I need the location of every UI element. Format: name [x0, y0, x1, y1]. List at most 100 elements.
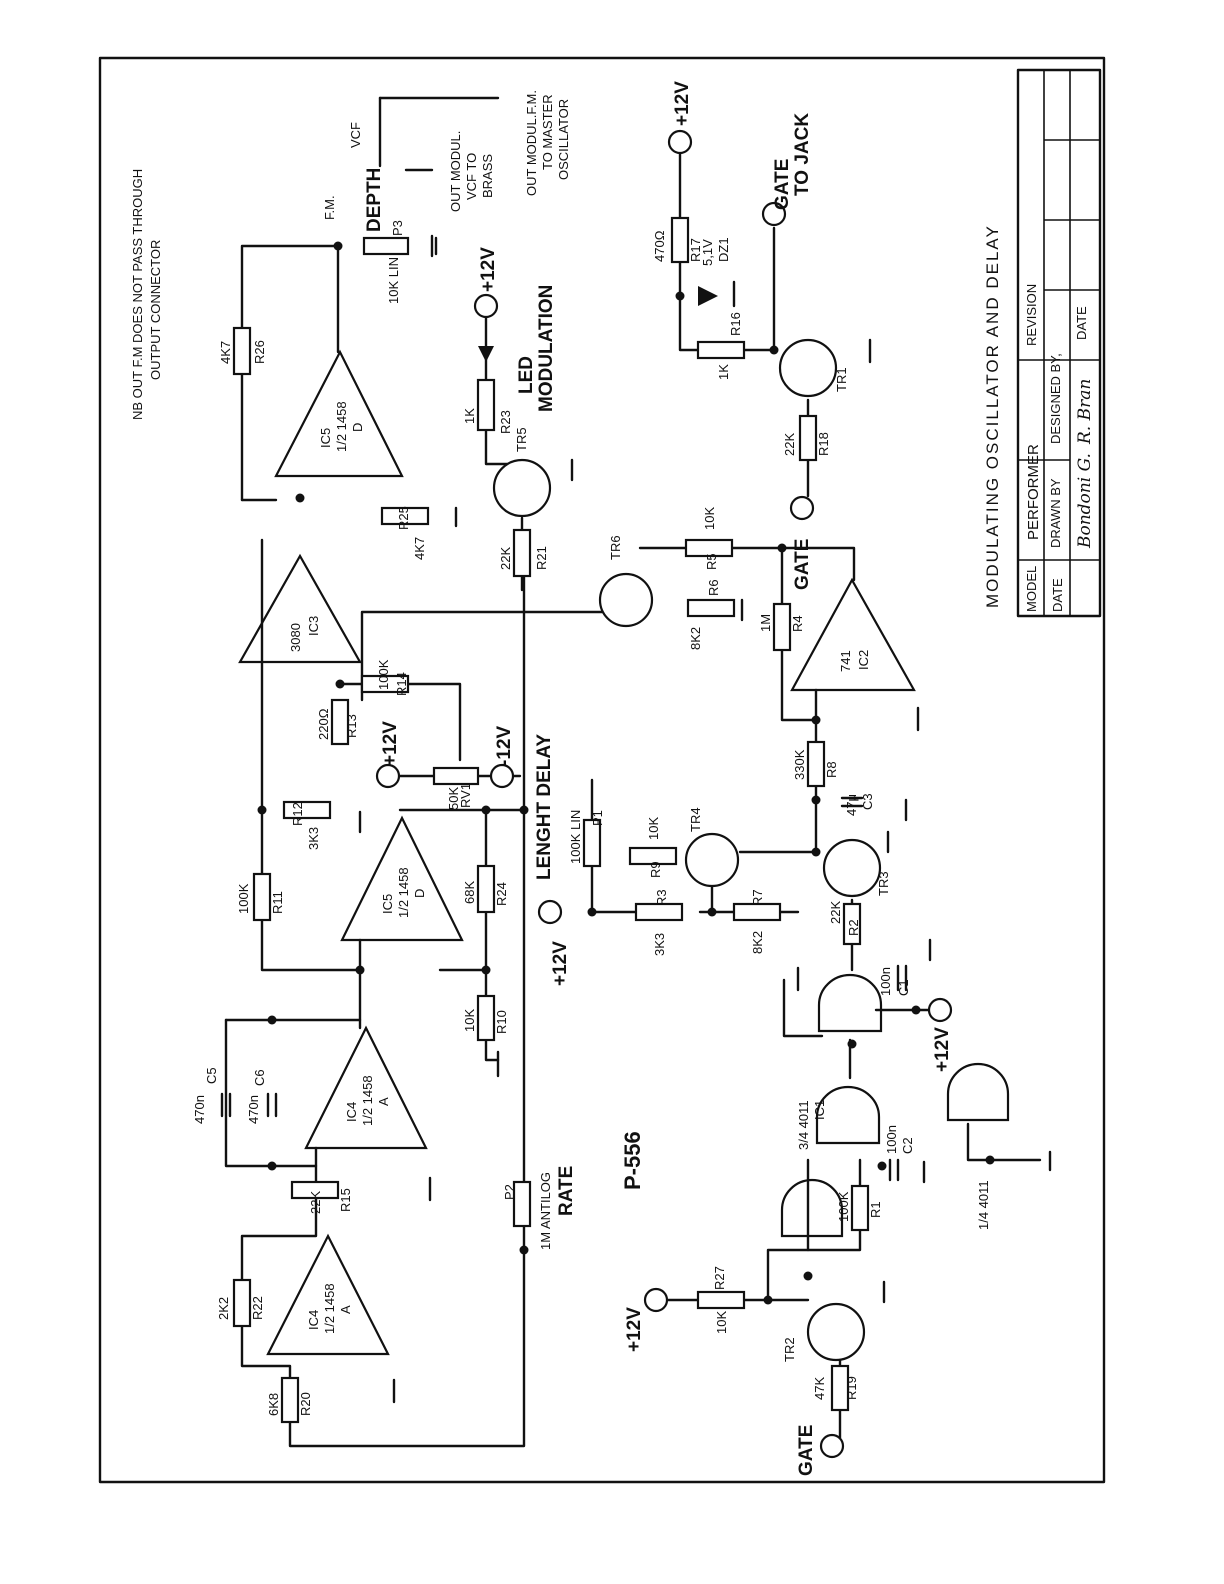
svg-text:5,1V: 5,1V — [700, 239, 715, 266]
svg-text:1K: 1K — [462, 408, 477, 424]
supply-gate-2: +12V — [624, 1307, 645, 1352]
svg-text:R1: R1 — [868, 1201, 883, 1218]
led-symbol — [478, 346, 494, 362]
svg-text:IC1: IC1 — [812, 1100, 827, 1120]
svg-text:R25: R25 — [396, 506, 411, 530]
nand-gate-1 — [817, 973, 883, 1033]
sheet-border — [98, 56, 1106, 1484]
supply-top-zener: +12V — [672, 81, 693, 126]
svg-text:R5: R5 — [704, 553, 719, 570]
designed-by-signature: R. Bran — [1075, 379, 1095, 445]
nand-gate-4: 1/4 4011 — [946, 1062, 1010, 1230]
svg-text:4K7: 4K7 — [412, 537, 427, 560]
svg-text:R18: R18 — [816, 432, 831, 456]
svg-text:C3: C3 — [860, 793, 875, 810]
svg-text:3/4 4011: 3/4 4011 — [796, 1100, 811, 1150]
svg-text:1/2 1458: 1/2 1458 — [322, 1283, 337, 1334]
resistor-bodies — [232, 216, 870, 1424]
svg-text:TR3: TR3 — [876, 871, 891, 896]
out-master-line3: OSCILLATOR — [556, 99, 571, 180]
note-line-1: NB OUT F.M DOES NOT PASS THROUGH — [130, 169, 145, 420]
svg-text:A: A — [338, 1305, 353, 1314]
vcf-label: VCF — [348, 122, 363, 148]
ic3-ota: 3080 IC3 — [238, 553, 362, 664]
svg-text:TR1: TR1 — [834, 367, 849, 392]
svg-text:R14: R14 — [394, 672, 409, 696]
svg-text:1/2 1458: 1/2 1458 — [360, 1075, 375, 1126]
supply-trim-neg: -12V — [494, 726, 515, 766]
gate-input-bottom: GATE — [796, 1425, 817, 1476]
svg-text:1/2 1458: 1/2 1458 — [334, 401, 349, 452]
supply-trim-pos: +12V — [380, 721, 401, 766]
svg-text:R23: R23 — [498, 410, 513, 434]
svg-text:IC2: IC2 — [856, 650, 871, 670]
svg-text:R26: R26 — [252, 340, 267, 364]
svg-text:R11: R11 — [270, 891, 285, 914]
svg-text:470Ω: 470Ω — [652, 230, 667, 262]
svg-text:IC5: IC5 — [318, 428, 333, 448]
svg-text:R19: R19 — [844, 1376, 859, 1400]
ic5-upper-opamp: IC5 1/2 1458 D — [274, 349, 404, 478]
sheet-title: MODULATING OSCILLATOR AND DELAY — [983, 224, 1002, 608]
svg-text:22K: 22K — [782, 433, 797, 456]
svg-text:47μ: 47μ — [844, 794, 859, 816]
svg-text:TR4: TR4 — [688, 807, 703, 832]
svg-text:R9: R9 — [648, 861, 663, 878]
svg-text:R7: R7 — [750, 889, 765, 906]
svg-text:6K8: 6K8 — [266, 1393, 281, 1416]
drawing-number: P-556 — [620, 1131, 645, 1190]
svg-text:R12: R12 — [290, 802, 305, 826]
svg-text:R8: R8 — [824, 761, 839, 778]
delay-pot-ref: P1 — [590, 810, 605, 826]
supply-delay: +12V — [550, 941, 571, 986]
svg-text:470n: 470n — [192, 1095, 207, 1124]
svg-text:R3: R3 — [654, 889, 669, 906]
svg-text:100K: 100K — [836, 1191, 851, 1222]
fm-label: F.M. — [322, 195, 337, 220]
svg-text:10K: 10K — [646, 817, 661, 840]
delay-label: LENGHT DELAY — [534, 734, 555, 880]
led-label: LED — [516, 356, 537, 394]
svg-text:R16: R16 — [728, 312, 743, 336]
svg-text:220Ω: 220Ω — [316, 708, 331, 740]
svg-text:470n: 470n — [246, 1095, 261, 1124]
svg-text:R21: R21 — [534, 546, 549, 570]
svg-text:1/2 1458: 1/2 1458 — [396, 867, 411, 918]
designed-by-label: DESIGNED BY, — [1048, 353, 1063, 444]
rate-pot-ref: P2 — [502, 1184, 517, 1200]
svg-text:R22: R22 — [250, 1296, 265, 1320]
svg-text:1K: 1K — [716, 364, 731, 380]
svg-text:IC5: IC5 — [380, 894, 395, 914]
terminals — [375, 129, 953, 1459]
ic2-opamp: 741 IC2 — [790, 577, 916, 692]
depth-label: DEPTH — [364, 168, 385, 232]
svg-text:10K: 10K — [702, 507, 717, 530]
svg-text:3K3: 3K3 — [306, 827, 321, 850]
svg-text:330K: 330K — [792, 749, 807, 780]
svg-text:100K: 100K — [236, 883, 251, 914]
out-vcf-line3: BRASS — [480, 154, 495, 198]
modulation-label: MODULATION — [536, 285, 557, 412]
svg-text:10K: 10K — [462, 1009, 477, 1032]
title-block: MODEL PERFORMER DATE DRAWN BY Bondoni G.… — [1016, 68, 1102, 618]
drawn-by-label: DRAWN BY — [1048, 478, 1063, 548]
transistors — [492, 338, 882, 1362]
svg-text:A: A — [376, 1097, 391, 1106]
delay-pot-value: 100K LIN — [568, 810, 583, 864]
svg-text:10K: 10K — [714, 1311, 729, 1334]
out-master-line2: TO MASTER — [540, 94, 555, 170]
svg-text:C5: C5 — [204, 1067, 219, 1084]
gate-jack-line2: TO JACK — [792, 113, 813, 196]
nand-gate-2: 3/4 4011 IC1 — [796, 1085, 881, 1150]
svg-text:R4: R4 — [790, 615, 805, 632]
rate-label: RATE — [556, 1166, 577, 1216]
svg-text:C1: C1 — [896, 979, 911, 996]
depth-pot-ref: P3 — [390, 220, 405, 236]
svg-text:22K: 22K — [828, 901, 843, 924]
svg-text:100K: 100K — [376, 659, 391, 690]
svg-text:TR6: TR6 — [608, 535, 623, 560]
svg-text:IC4: IC4 — [306, 1310, 321, 1330]
svg-text:100n: 100n — [884, 1125, 899, 1154]
svg-text:TR2: TR2 — [782, 1337, 797, 1362]
